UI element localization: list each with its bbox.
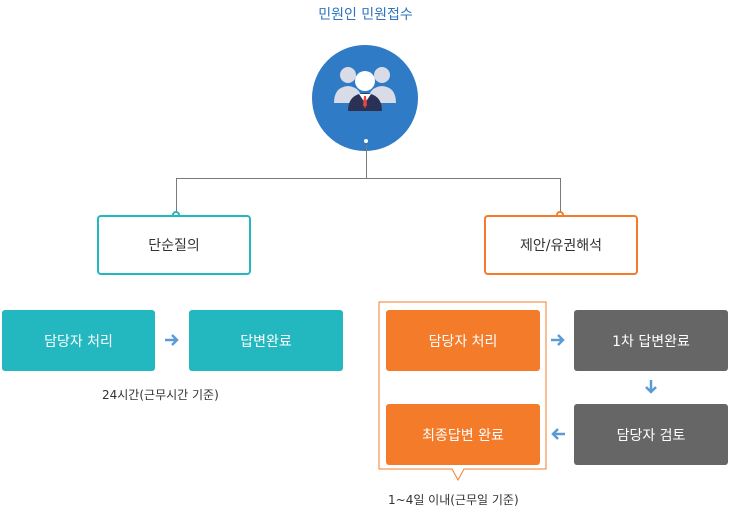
arrow-down-icon [645, 380, 657, 394]
arrow-right-icon [551, 334, 565, 346]
connector-dot-top [362, 137, 370, 145]
arrow-left-icon [551, 428, 565, 440]
proposal-step-first-answer: 1차 답변완료 [574, 310, 728, 371]
people-group-icon [334, 67, 396, 111]
connector-vertical-main [366, 141, 367, 179]
proposal-step-review: 담당자 검토 [574, 404, 728, 465]
page-title: 민원인 민원접수 [318, 7, 413, 23]
connector-horizontal [176, 178, 561, 179]
simple-duration-note: 24시간(근무시간 기준) [102, 388, 219, 402]
connector-left-drop [176, 178, 177, 215]
arrow-right-icon [165, 334, 179, 346]
connector-right-drop [560, 178, 561, 215]
applicant-circle [312, 45, 418, 151]
proposal-duration-note: 1~4일 이내(근무일 기준) [388, 493, 519, 507]
proposal-step-final-answer: 최종답변 완료 [386, 404, 540, 465]
category-simple-inquiry: 단순질의 [97, 215, 251, 275]
proposal-step-handler: 담당자 처리 [386, 310, 540, 371]
simple-step-handler: 담당자 처리 [2, 310, 155, 371]
category-proposal: 제안/유권해석 [484, 215, 638, 275]
proposal-bracket [378, 301, 547, 482]
simple-step-answered: 답변완료 [189, 310, 343, 371]
